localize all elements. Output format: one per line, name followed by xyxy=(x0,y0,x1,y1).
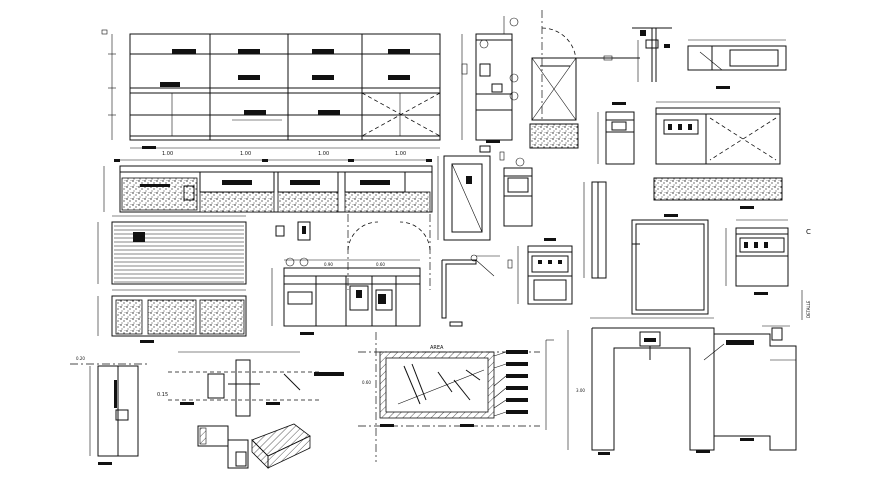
door-swing-plan xyxy=(531,10,640,122)
elev-top-dim-2: 1.00 xyxy=(240,151,251,157)
tank-dim: 0.60 xyxy=(362,380,371,385)
profile-dim: 0.15 xyxy=(157,392,168,398)
appliance-unit-right xyxy=(725,219,789,295)
right-granite-strip xyxy=(653,177,783,209)
wall-detail-top xyxy=(632,27,672,82)
kitchen-counter-elevation: 0.90 0.60 xyxy=(271,257,421,335)
bottom-profile-section: 0.15 xyxy=(157,351,344,417)
double-door-swing xyxy=(275,214,431,290)
small-granite-block xyxy=(529,123,579,149)
counter-dim-1: 0.90 xyxy=(324,262,333,267)
square-frame-unit xyxy=(631,214,709,315)
isometric-detail xyxy=(197,423,311,469)
tall-slim-post xyxy=(583,181,607,279)
range-oven-unit xyxy=(507,238,573,305)
upper-cabinet-elevation: 1.00 1.00 1.00 1.00 xyxy=(101,29,441,157)
tall-narrow-element xyxy=(437,145,491,241)
lower-granite-counter xyxy=(97,289,247,343)
elev-top-dim-1: 1.00 xyxy=(162,151,173,157)
bl-detail-dim: 0.20 xyxy=(76,356,85,361)
small-drawer-unit xyxy=(499,151,533,227)
sink-counter-top xyxy=(687,39,787,89)
corner-mark: C xyxy=(806,228,811,236)
room-dim: 3.00 xyxy=(576,388,585,393)
corner-vertical-text: DETALLE xyxy=(806,300,811,318)
elev-top-dim-3: 1.00 xyxy=(318,151,329,157)
elev-top-dim-4: 1.00 xyxy=(395,151,406,157)
tank-plan: AREA 0.60 xyxy=(358,332,554,462)
counter-dim-2: 0.60 xyxy=(376,262,385,267)
tall-cabinet-elevation xyxy=(461,16,519,143)
l-wall-detail xyxy=(441,254,500,327)
narrow-cabinet xyxy=(597,102,635,165)
corner-annotations: C DETALLE xyxy=(801,228,811,320)
mid-long-elevation xyxy=(103,159,433,213)
slatted-panel xyxy=(97,215,247,285)
right-room-plan: 3.00 xyxy=(567,317,797,455)
bottom-left-section: 0.20 xyxy=(70,356,150,465)
sink-cabinet-elevation xyxy=(655,101,781,165)
tank-room-title: AREA xyxy=(430,345,444,351)
